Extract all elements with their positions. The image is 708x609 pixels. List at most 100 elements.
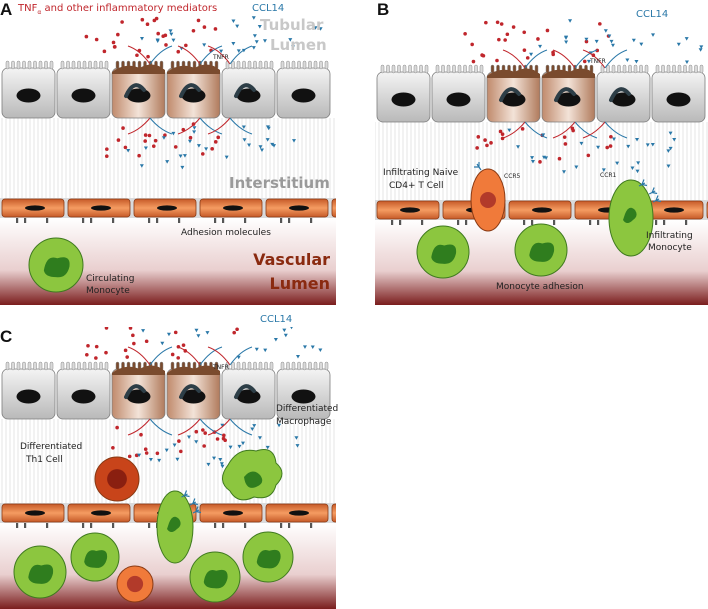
tnf-molecule [94, 344, 99, 349]
secretion-arrow [177, 45, 201, 65]
ccl14-molecule [594, 39, 599, 44]
tnf-molecule [498, 129, 503, 134]
ccl14-molecule [684, 60, 689, 64]
tnf-molecule [222, 433, 226, 438]
secretion-arrow [127, 45, 151, 65]
ccl14-molecule [265, 138, 270, 142]
secretion-arrow [127, 418, 151, 436]
tnf-molecule [131, 333, 135, 338]
microvillus [66, 60, 70, 70]
microvillus [104, 60, 109, 70]
ccl14-molecule [579, 141, 584, 146]
ccl14-molecule [615, 161, 620, 166]
microvillus [672, 64, 676, 74]
microvillus [441, 64, 445, 74]
microvillus [99, 60, 103, 70]
tubular-nucleus [126, 389, 151, 404]
ccl14-molecule [258, 145, 263, 149]
tnf-molecule [177, 439, 181, 443]
ccl14-molecule [196, 334, 201, 338]
microvillus [44, 361, 48, 371]
tnf-molecule [105, 147, 109, 151]
microvillus [402, 64, 407, 74]
microvillus [27, 60, 32, 70]
infiltrating-label: Infiltrating [646, 231, 693, 241]
ccl14-molecule [257, 25, 262, 29]
endothelial-nucleus [532, 207, 552, 213]
microvillus [457, 64, 462, 74]
microvillus [324, 361, 329, 371]
ccl14-molecule [631, 38, 636, 43]
ccl14-molecule [137, 453, 142, 458]
ccl14-molecule [178, 154, 183, 158]
microvillus [115, 60, 120, 70]
microvillus [231, 361, 235, 371]
microvillus [66, 361, 70, 371]
microvillus [617, 64, 621, 74]
ccl14-molecule [169, 32, 174, 37]
ccl14-molecule [205, 331, 210, 335]
th1-cell-nucleus [107, 469, 127, 489]
tnf-molecule [120, 20, 124, 24]
tnf-molecule [586, 153, 591, 158]
microvillus [545, 64, 550, 74]
tnf-molecule [520, 127, 525, 131]
adhesion-molecule [288, 218, 291, 223]
tnf-molecule [85, 353, 89, 357]
ccl14-molecule [516, 145, 521, 149]
ccl14-molecule [318, 27, 323, 31]
secretion-arrow [604, 121, 628, 139]
adhesion-molecule [597, 220, 600, 225]
adhesion-molecule [310, 218, 313, 223]
microvillus [677, 64, 682, 74]
tnf-molecule [213, 27, 218, 31]
ccl14-molecule [610, 43, 615, 48]
microvillus [264, 60, 268, 70]
microvillus [291, 361, 296, 371]
microvillus [22, 361, 26, 371]
ccl14-molecule [635, 169, 640, 174]
ccl14-molecule [202, 43, 207, 47]
secretion-arrow [502, 49, 526, 69]
tnf-molecule [595, 48, 600, 53]
tnf-molecule [102, 49, 107, 54]
microvillus [408, 64, 412, 74]
microvillus [38, 361, 43, 371]
panel-c: C CCL14 TNFR Differentiated Th1 Cell Dif… [0, 314, 338, 609]
ccl14-molecule [529, 52, 534, 57]
ccl14-molecule [219, 462, 224, 466]
secretion-arrow [604, 49, 628, 69]
tnf-molecule [147, 133, 152, 138]
ccl14-molecule [639, 42, 644, 47]
secretion-arrow [149, 418, 173, 436]
tnf-molecule [545, 28, 550, 33]
tnf-molecule [605, 145, 609, 150]
tubular-nucleus [446, 92, 471, 107]
ccl14-molecule [295, 444, 300, 448]
ccl14-molecule [231, 41, 236, 46]
tnf-molecule [213, 140, 218, 144]
ccl14-molecule [666, 164, 671, 168]
microvillus [99, 361, 103, 371]
tnf-molecule [112, 45, 117, 49]
microvillus [115, 361, 120, 371]
ccl14-molecule [259, 148, 264, 152]
ccl14-molecule [609, 39, 614, 44]
ccl14-molecule [530, 156, 535, 160]
tnf-molecule [475, 146, 479, 150]
tnf-molecule [557, 156, 562, 161]
ccl14-molecule [313, 26, 318, 30]
tnf-molecule [181, 343, 186, 347]
ccl14-molecule [302, 345, 307, 349]
tubular-nucleus [501, 92, 526, 107]
secretion-arrow [229, 117, 253, 135]
damaged-brush-border [542, 68, 595, 78]
tnf-molecule [471, 59, 476, 64]
ccl14-label: CCL14 [252, 3, 285, 14]
tnf-molecule [484, 20, 488, 25]
tnf-molecule [164, 43, 168, 47]
secretion-arrow [552, 121, 576, 139]
ccl14-molecule [265, 445, 270, 450]
tnfr-label: TNFR [213, 364, 229, 371]
tubular-nucleus [126, 88, 151, 103]
